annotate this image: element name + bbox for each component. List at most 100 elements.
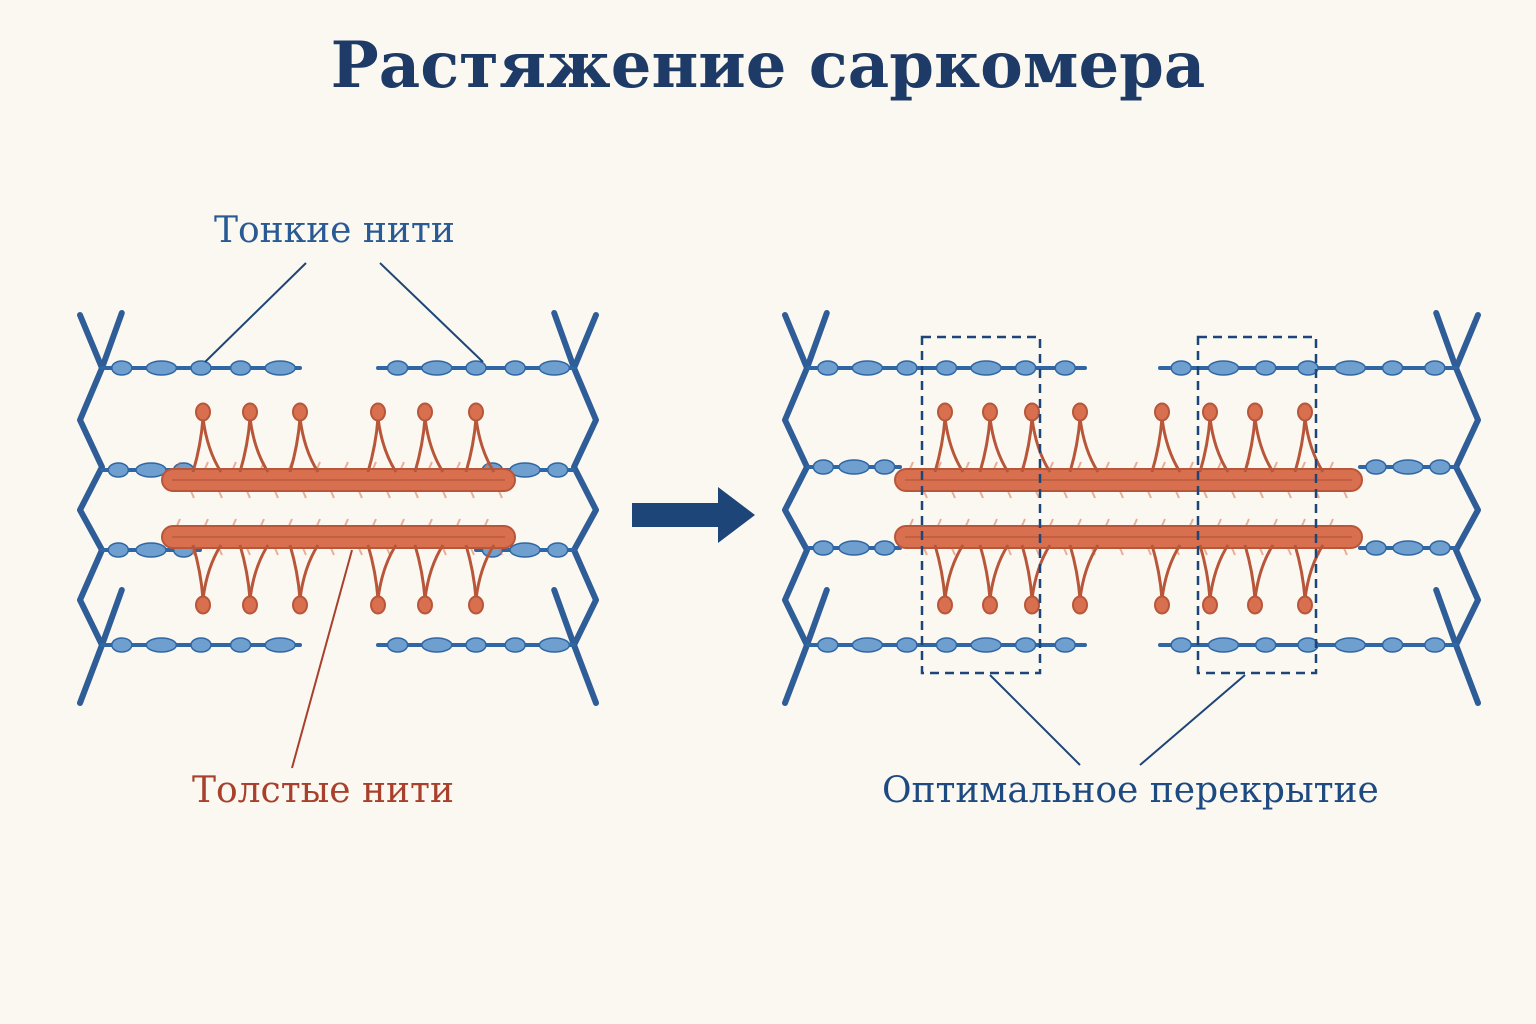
myosin-head [937, 402, 953, 422]
myosin-head [1297, 402, 1313, 422]
actin-bead [1254, 360, 1277, 376]
myosin-head [982, 402, 998, 422]
myosin-head [1072, 595, 1088, 615]
actin-bead [1424, 360, 1446, 376]
myosin-head [1072, 402, 1088, 422]
myosin-neck [464, 417, 478, 473]
myosin-neck [298, 417, 320, 473]
z-line-spike [99, 310, 125, 371]
actin-bead [970, 360, 1002, 376]
actin-bead [838, 459, 870, 475]
actin-bead [386, 360, 409, 376]
myosin-neck [366, 544, 380, 600]
myosin-neck [474, 417, 496, 473]
actin-bead [851, 637, 884, 653]
actin-bead [135, 462, 167, 478]
myosin-neck [933, 544, 947, 600]
overlap-zone-box [920, 335, 1042, 675]
myosin-neck [248, 544, 270, 600]
myosin-neck [376, 417, 398, 473]
actin-bead [1392, 540, 1424, 556]
actin-bead [264, 637, 296, 653]
z-line-spike [1433, 587, 1459, 648]
myosin-head [417, 595, 433, 615]
myosin-neck [1303, 417, 1325, 473]
z-line [77, 312, 105, 706]
myosin-neck [1243, 544, 1257, 600]
actin-bead [1334, 360, 1367, 376]
stretched-sarcomere [782, 310, 1481, 706]
myosin-neck [423, 544, 445, 600]
myosin-neck [1253, 417, 1275, 473]
right-arrow-icon [632, 487, 755, 543]
overlap-leader-right [1139, 674, 1246, 766]
thick-filaments-label: Толстые нити [192, 770, 454, 811]
actin-bead [465, 360, 487, 376]
myosin-neck [201, 544, 223, 600]
thin-filaments-label: Тонкие нити [214, 210, 455, 251]
myosin-neck [413, 417, 427, 473]
myosin-neck [1160, 544, 1182, 600]
actin-bead [935, 637, 958, 653]
myosin-neck [1253, 544, 1275, 600]
actin-bead [1429, 459, 1451, 475]
actin-bead [229, 637, 252, 653]
actin-bead [1170, 360, 1192, 376]
myosin-neck [288, 544, 302, 600]
right-arrow-shape [632, 487, 755, 543]
actin-bead [135, 542, 167, 558]
myosin-head [468, 402, 484, 422]
myosin-neck [1160, 417, 1182, 473]
actin-bead [1207, 637, 1240, 653]
actin-bead [538, 637, 571, 653]
z-line-spike [1433, 310, 1459, 371]
myosin-head [1297, 595, 1313, 615]
myosin-neck [376, 544, 398, 600]
myosin-head [468, 595, 484, 615]
myosin-neck [1078, 417, 1100, 473]
myosin-head [292, 402, 308, 422]
myosin-head [1247, 402, 1263, 422]
actin-bead [509, 542, 541, 558]
myosin-neck [201, 417, 223, 473]
actin-bead [386, 637, 409, 653]
actin-bead [1365, 540, 1387, 556]
myosin-neck [248, 417, 270, 473]
actin-bead [1392, 459, 1424, 475]
myosin-head [1202, 595, 1218, 615]
actin-bead [421, 637, 453, 653]
actin-bead [111, 637, 133, 653]
myosin-head [1202, 402, 1218, 422]
actin-bead [1429, 540, 1451, 556]
z-line-spike [551, 310, 577, 371]
myosin-head [1024, 595, 1040, 615]
actin-bead [546, 542, 569, 558]
actin-bead [264, 360, 296, 376]
actin-bead [1381, 637, 1404, 653]
myosin-neck [1030, 544, 1052, 600]
actin-bead [190, 637, 212, 653]
page-title: Растяжение саркомера [330, 28, 1206, 103]
myosin-head [370, 595, 386, 615]
actin-bead [1365, 459, 1387, 475]
myosin-neck [1208, 417, 1230, 473]
myosin-neck [474, 544, 496, 600]
myosin-neck [1078, 544, 1100, 600]
myosin-neck [1030, 417, 1052, 473]
myosin-neck [1020, 417, 1034, 473]
actin-bead [111, 360, 133, 376]
overlap-leader-left [989, 674, 1081, 766]
myosin-neck [423, 417, 445, 473]
actin-bead [229, 360, 252, 376]
optimal-overlap-label: Оптимальное перекрытие [882, 770, 1379, 811]
actin-bead [1014, 637, 1037, 653]
actin-bead [970, 637, 1002, 653]
actin-bead [465, 637, 487, 653]
myosin-neck [1208, 544, 1230, 600]
myosin-neck [943, 417, 965, 473]
myosin-neck [1243, 417, 1257, 473]
z-line-spike [804, 310, 830, 371]
myosin-neck [298, 544, 320, 600]
myosin-head [1024, 402, 1040, 422]
